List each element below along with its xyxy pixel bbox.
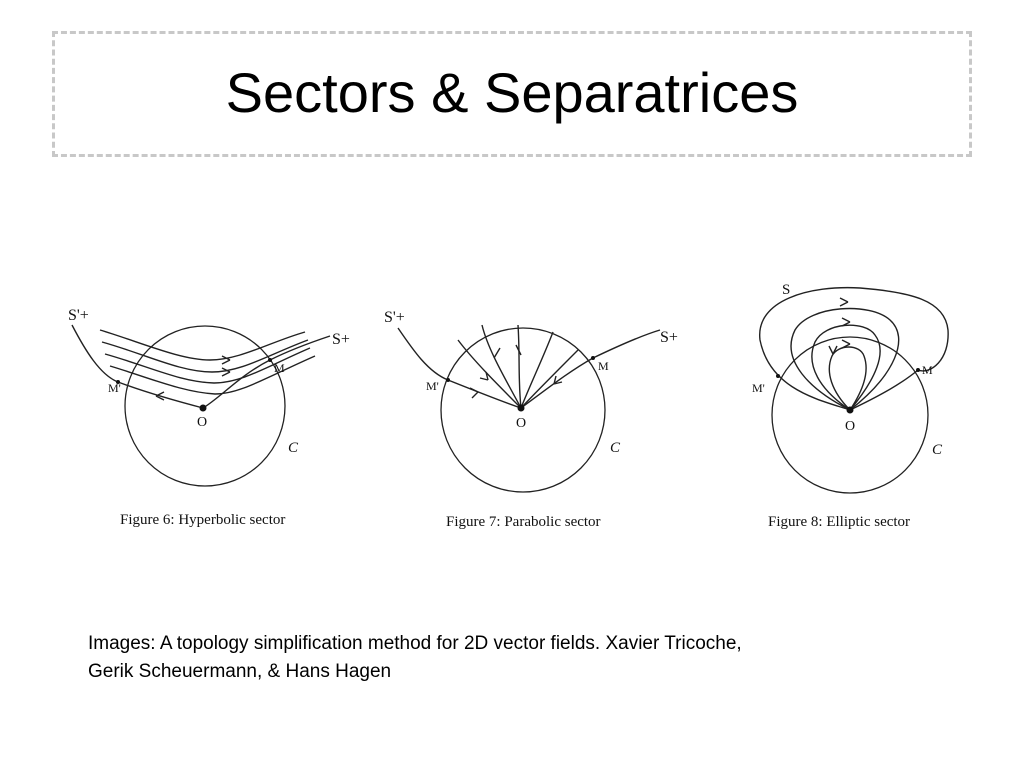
label-o: O [197, 415, 207, 430]
circle-c [771, 336, 929, 494]
label-m-prime: M' [426, 379, 439, 393]
flow-curve [520, 331, 554, 409]
flow-arrow [479, 371, 489, 381]
flow-arrow [841, 339, 851, 349]
flow-branch [493, 344, 522, 359]
circle-c [124, 325, 286, 487]
flow-arrow [828, 345, 838, 355]
label-s-prime-plus: S'+ [68, 307, 89, 324]
label-m: M [274, 361, 285, 375]
separatrix-right [520, 329, 661, 409]
title-frame [52, 31, 972, 157]
flow-curve [520, 349, 579, 409]
flow-curve [109, 355, 316, 395]
figure-elliptic-sector: S M' M O C Figure 8: Elliptic sector [700, 280, 1000, 540]
parabolic-sector-diagram: S'+ S+ M' M O C Figure 7: Parabolic sect… [384, 309, 678, 530]
figure-caption: Figure 7: Parabolic sector [446, 514, 601, 530]
hyperbolic-sector-diagram: S'+ S+ M' M O C Figure 6: Hyperbolic sec… [68, 307, 350, 528]
slide-title: Sectors & Separatrices [225, 61, 799, 124]
point-m-prime [446, 378, 450, 382]
flow-arrow [841, 317, 851, 327]
label-c: C [932, 442, 943, 458]
elliptic-sector-diagram: S M' M O C Figure 8: Elliptic sector [752, 282, 949, 530]
flow-curve [481, 324, 522, 409]
label-c: C [610, 440, 621, 456]
label-o: O [845, 419, 855, 434]
label-s-prime-plus: S'+ [384, 309, 405, 326]
critical-point-o [199, 404, 207, 412]
flow-arrow [839, 297, 849, 307]
elliptic-loop [828, 346, 867, 411]
flow-curve [99, 329, 306, 361]
flow-arrow [221, 355, 231, 365]
label-s: S [782, 282, 790, 298]
label-s-plus: S+ [332, 331, 350, 348]
point-m-prime [116, 380, 120, 384]
flow-arrow [553, 375, 563, 385]
flow-curve [101, 339, 309, 373]
elliptic-loop [790, 307, 900, 411]
point-m [268, 358, 272, 362]
flow-curve [517, 324, 522, 409]
image-credit: Images: A topology simplification method… [88, 630, 948, 686]
credit-line-1: Images: A topology simplification method… [88, 633, 742, 654]
flow-curve [104, 347, 311, 384]
flow-arrow [221, 367, 231, 377]
circle-c [440, 327, 606, 493]
flow-arrow [469, 387, 479, 399]
label-m-prime: M' [752, 381, 765, 395]
figure-caption: Figure 8: Elliptic sector [768, 514, 910, 530]
point-m [916, 368, 920, 372]
figure-parabolic-sector: S'+ S+ M' M O C Figure 7: Parabolic sect… [378, 280, 678, 540]
critical-point-o [517, 404, 525, 412]
point-m-prime [776, 374, 780, 378]
label-m: M [598, 359, 609, 373]
label-m: M [922, 363, 933, 377]
point-m [591, 356, 595, 360]
label-c: C [288, 440, 299, 456]
separatrix-left [71, 324, 204, 409]
credit-line-2: Gerik Scheuermann, & Hans Hagen [88, 661, 392, 682]
label-m-prime: M' [108, 381, 121, 395]
elliptic-loop [811, 324, 881, 411]
label-s-plus: S+ [660, 329, 678, 346]
figure-hyperbolic-sector: S'+ S+ M' M O C Figure 6: Hyperbolic sec… [60, 280, 360, 540]
separatrix-left [397, 327, 522, 409]
figure-caption: Figure 6: Hyperbolic sector [120, 512, 285, 528]
flow-arrow [155, 391, 165, 401]
separatrix-s [759, 286, 949, 411]
label-o: O [516, 416, 526, 431]
critical-point-o [846, 406, 854, 414]
